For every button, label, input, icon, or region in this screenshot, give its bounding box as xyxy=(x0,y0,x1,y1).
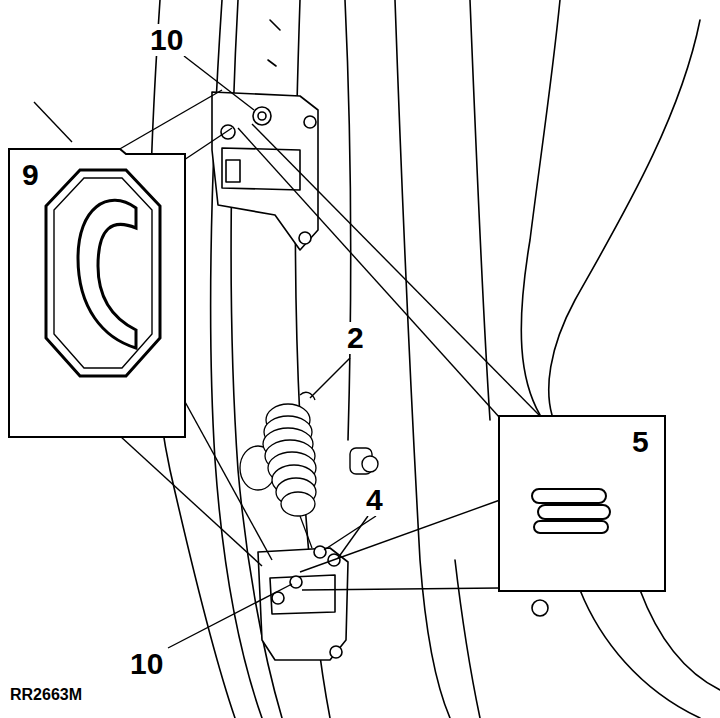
sill-curve xyxy=(640,590,720,690)
inset-box: 9 xyxy=(8,148,186,438)
pillar-edge xyxy=(395,0,450,718)
pillar-edge xyxy=(455,560,480,718)
inset-detail xyxy=(46,170,160,376)
upper-hinge xyxy=(212,92,318,250)
figure-code: RR2663M xyxy=(8,686,84,704)
leader-line xyxy=(34,102,72,142)
leader-line xyxy=(184,56,254,110)
callout-number: 5 xyxy=(632,427,649,457)
projection-line xyxy=(118,90,222,150)
projection-line xyxy=(252,124,540,416)
hinge-clip xyxy=(532,489,606,503)
leader-line xyxy=(324,516,376,550)
door-detail xyxy=(268,20,280,66)
hinge-bolt xyxy=(258,112,266,120)
hinge-bolt xyxy=(253,107,271,125)
leader-line xyxy=(338,516,368,558)
sill-curve xyxy=(580,590,700,718)
check-stud-head xyxy=(362,456,378,472)
hinge-clip xyxy=(538,505,610,519)
grommet-plate-rim xyxy=(54,178,152,368)
hinge-pin xyxy=(226,160,240,182)
projection-line xyxy=(300,500,500,572)
inset-detail xyxy=(532,489,610,533)
hinge-bolt xyxy=(330,646,342,658)
pillar-curve xyxy=(549,20,700,415)
projection-line xyxy=(184,400,272,560)
projection-line xyxy=(302,588,500,590)
projection-line xyxy=(238,128,500,418)
hinge-bolt xyxy=(221,125,235,139)
inset-border xyxy=(499,416,665,591)
projection-line xyxy=(120,436,262,566)
hinge-nut xyxy=(314,546,326,558)
callout-number: 4 xyxy=(364,484,385,516)
hinge-leaf xyxy=(270,575,335,614)
leader-line xyxy=(168,584,292,648)
grommet-plate xyxy=(46,170,160,376)
hinge-clip xyxy=(534,521,608,533)
grommet-coil xyxy=(281,492,315,516)
hinge-bolt xyxy=(304,116,316,128)
inset-box: 5 xyxy=(498,415,666,592)
callout-number: 9 xyxy=(22,160,39,190)
hinge-bolt xyxy=(290,576,302,588)
callout-number: 10 xyxy=(128,648,165,680)
harness-wire xyxy=(300,516,312,548)
inset-border xyxy=(9,149,185,437)
hinge-bolt xyxy=(299,232,311,244)
callout-number: 2 xyxy=(345,322,366,354)
projection-line xyxy=(184,128,232,160)
inset-outline xyxy=(8,148,186,438)
pillar-bolt xyxy=(532,600,548,616)
lower-hinge xyxy=(258,548,348,660)
leader-line xyxy=(310,358,350,398)
wiring-grommet xyxy=(240,392,316,548)
callout-number: 10 xyxy=(148,24,185,56)
slot-shape xyxy=(78,200,136,348)
pillar-edge xyxy=(470,0,490,420)
